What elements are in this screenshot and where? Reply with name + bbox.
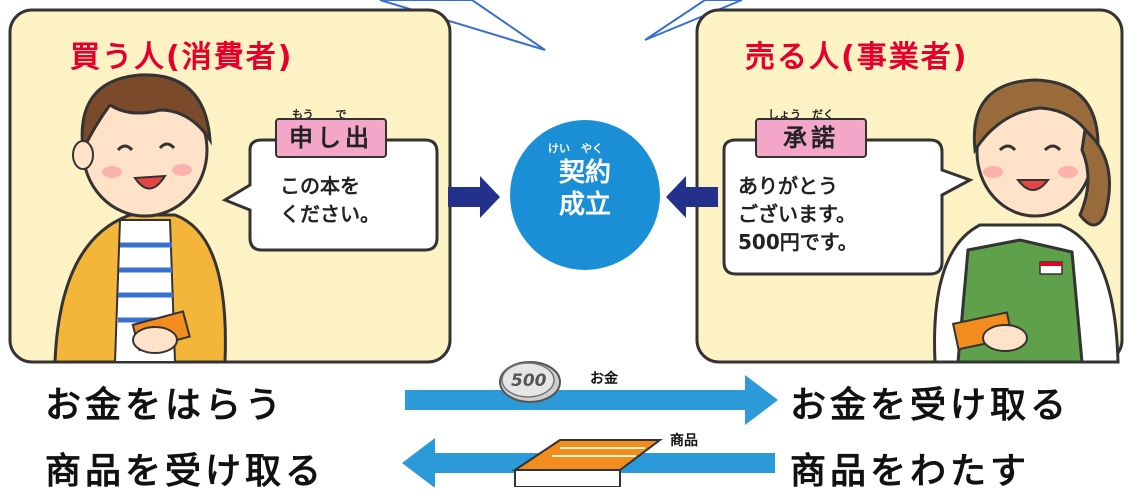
buyer-action-label: 申し出 <box>275 118 387 158</box>
contract-line-2: 成立 <box>558 190 611 220</box>
goods-right-text: 商品をわたす <box>790 451 1031 492</box>
seller-speech-text: ありがとう ございます。 500円です。 <box>738 172 858 256</box>
contract-text: 契約 成立 <box>535 157 635 221</box>
money-flow-arrow-icon <box>405 375 778 425</box>
seller-action-label: 承諾 <box>755 118 867 158</box>
seller-speech-bubble <box>722 138 974 276</box>
contract-ruby: けい やく <box>548 142 603 155</box>
coin-value: 500 <box>511 371 547 391</box>
goods-flow-label: 商品 <box>670 433 698 449</box>
seller-action-ruby: しょう だく <box>768 108 834 121</box>
money-left-text: お金をはらう <box>45 385 286 426</box>
buyer-title: 買う人(消費者) <box>70 40 294 75</box>
buyer-speech-line: この本を <box>280 174 360 198</box>
seller-speech-line: ありがとう <box>738 174 838 198</box>
seller-speech-line: 500円です。 <box>738 230 858 254</box>
buyer-speech-text: この本を ください。 <box>280 172 380 228</box>
arrow-right-icon <box>448 176 500 218</box>
seller-speech-line: ございます。 <box>738 202 856 226</box>
book-icon <box>511 439 663 487</box>
money-right-text: お金を受け取る <box>790 385 1071 426</box>
buyer-illustration <box>53 73 227 364</box>
seller-illustration <box>933 78 1120 364</box>
money-flow-label: お金 <box>590 371 618 387</box>
contract-circle <box>510 120 660 270</box>
seller-title: 売る人(事業者) <box>745 40 969 75</box>
buyer-action-ruby: もう で <box>292 108 347 121</box>
goods-left-text: 商品を受け取る <box>45 451 326 492</box>
buyer-speech-bubble <box>221 138 439 252</box>
coin-icon <box>499 361 561 403</box>
buyer-speech-line: ください。 <box>280 202 380 226</box>
arrow-left-icon <box>666 176 718 218</box>
contract-line-1: 契約 <box>558 158 611 188</box>
